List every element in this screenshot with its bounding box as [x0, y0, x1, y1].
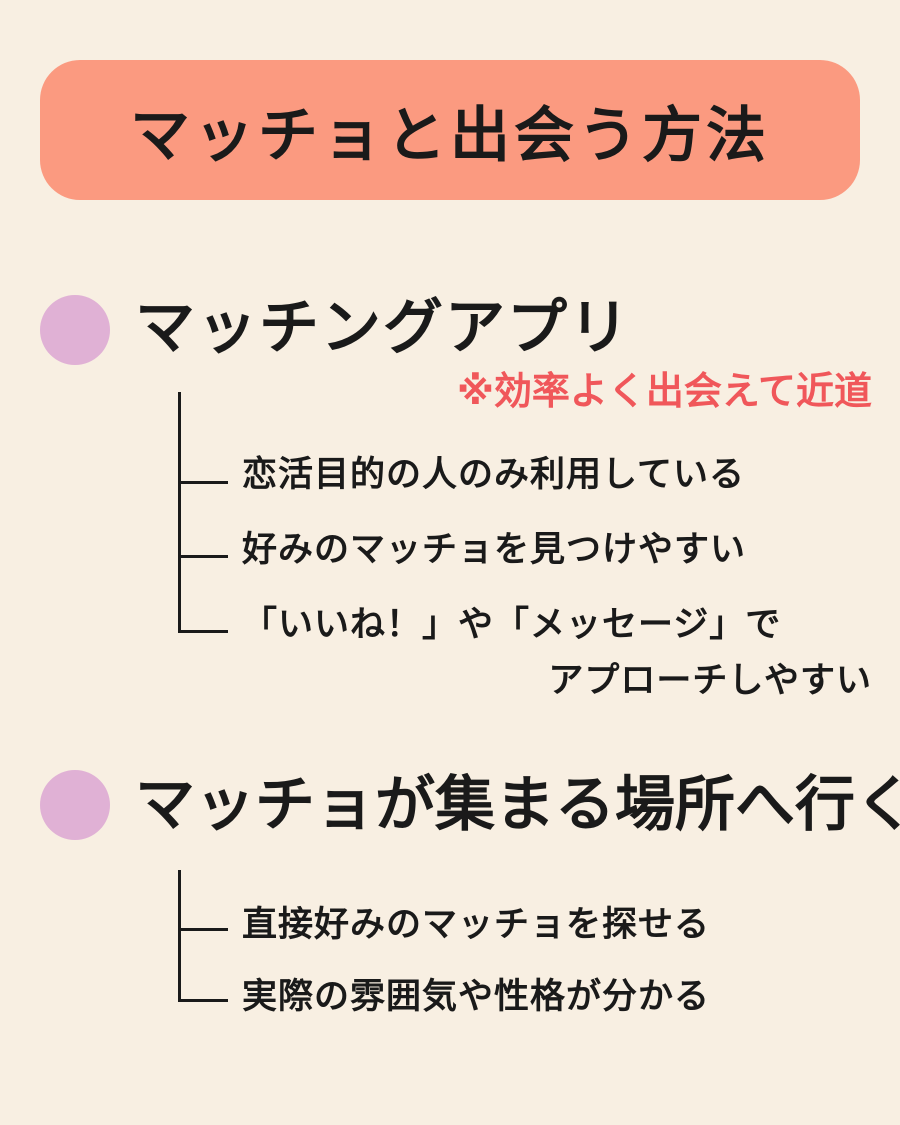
- bullet-dot-icon: [40, 770, 110, 840]
- list-item: 「いいね！」や「メッセージ」で: [242, 605, 782, 645]
- section-heading-matching-app: マッチングアプリ: [135, 293, 631, 363]
- list-item: 恋活目的の人のみ利用している: [242, 455, 745, 495]
- title-banner: マッチョと出会う方法: [40, 60, 860, 200]
- tree-line: [178, 870, 181, 1002]
- list-item: 直接好みのマッチョを探せる: [242, 905, 711, 945]
- tree-branch: [178, 555, 228, 558]
- list-item-continuation: アプローチしやすい: [548, 661, 872, 701]
- bullet-dot-icon: [40, 295, 110, 365]
- tree-line: [178, 392, 181, 633]
- section-heading-gym-places: マッチョが集まる場所へ行く: [135, 770, 900, 840]
- section-note: ※効率よく出会えて近道: [456, 369, 872, 413]
- page-title: マッチョと出会う方法: [130, 100, 770, 171]
- tree-branch: [178, 928, 228, 931]
- list-item: 好みのマッチョを見つけやすい: [242, 530, 747, 570]
- list-item: 実際の雰囲気や性格が分かる: [242, 977, 711, 1017]
- tree-branch: [178, 999, 228, 1002]
- tree-branch: [178, 481, 228, 484]
- tree-branch: [178, 630, 228, 633]
